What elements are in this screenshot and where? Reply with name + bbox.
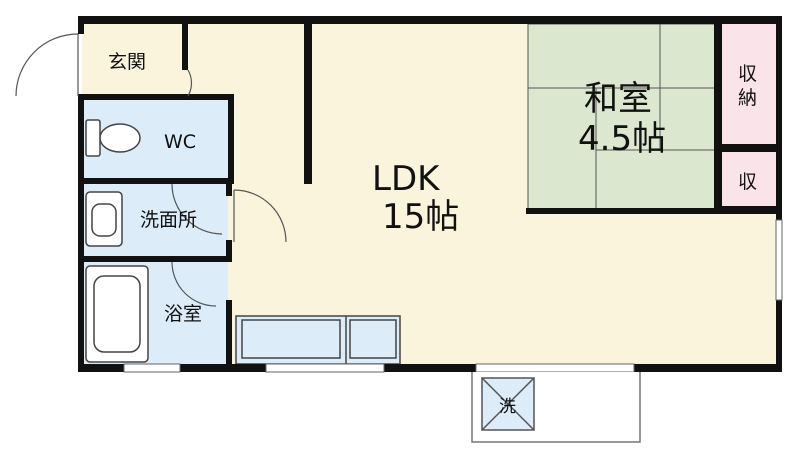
shu-small-floor bbox=[722, 152, 778, 208]
kitchen-details bbox=[241, 316, 397, 364]
shuno-floor bbox=[722, 24, 778, 144]
kitchen-counter bbox=[235, 315, 401, 365]
door-swings bbox=[15, 33, 287, 307]
shu-small-label: 収 bbox=[738, 171, 757, 193]
ldk-size-label: 15帖 bbox=[382, 197, 459, 237]
washitsu-floor bbox=[528, 24, 716, 210]
shuno-label-2: 納 bbox=[738, 87, 757, 109]
washitsu-name-label: 和室 bbox=[584, 79, 652, 119]
washbasin-icon bbox=[85, 191, 123, 247]
yokushitsu-label: 浴室 bbox=[164, 303, 202, 325]
shuno-label-1: 収 bbox=[738, 63, 757, 85]
wc-label: WC bbox=[164, 131, 196, 153]
genkan-label: 玄関 bbox=[108, 51, 146, 73]
washitsu-size-label: 4.5帖 bbox=[578, 119, 666, 159]
bathtub-icon bbox=[85, 265, 149, 363]
senmenjo-label: 洗面所 bbox=[140, 209, 197, 231]
ldk-name-label: LDK bbox=[372, 159, 441, 199]
balcony bbox=[471, 372, 641, 443]
toilet-icon bbox=[85, 119, 141, 157]
sentakuki-label: 洗 bbox=[499, 397, 516, 417]
walls bbox=[78, 16, 782, 372]
